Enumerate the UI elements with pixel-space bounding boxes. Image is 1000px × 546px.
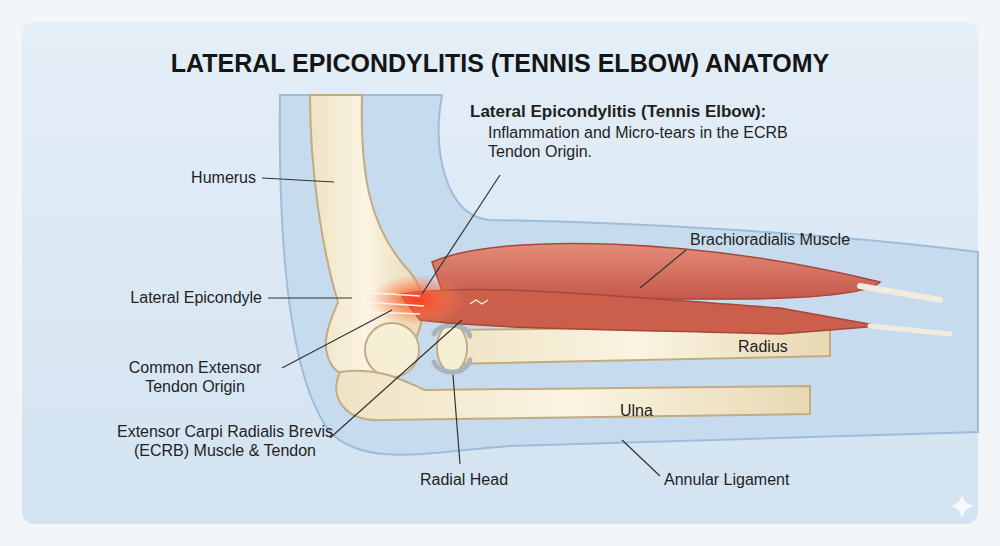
diagram-title: LATERAL EPICONDYLITIS (TENNIS ELBOW) ANA… — [30, 48, 970, 78]
callout-heading: Lateral Epicondylitis (Tennis Elbow): — [470, 102, 830, 122]
part-label: Radial Head — [404, 470, 524, 489]
part-label: Annular Ligament — [664, 470, 864, 489]
skin-outline — [280, 95, 978, 455]
part-label: Humerus — [160, 168, 256, 187]
part-label: Brachioradialis Muscle — [690, 230, 910, 249]
inflammation-glow — [370, 274, 466, 326]
panel — [22, 22, 978, 524]
radial-head — [437, 324, 467, 372]
capitulum — [365, 323, 419, 377]
callout-text: Inflammation and Micro-tears in the ECRB… — [488, 123, 828, 161]
part-label: Ulna — [620, 401, 700, 420]
part-label: Extensor Carpi Radialis Brevis (ECRB) Mu… — [110, 422, 340, 460]
humerus-bone — [310, 95, 423, 380]
ulna-bone — [336, 371, 810, 420]
part-label: Common Extensor Tendon Origin — [110, 358, 280, 396]
tendon-fibers — [360, 292, 488, 314]
part-label: Radius — [738, 337, 838, 356]
tendon — [860, 286, 940, 300]
annular-ligament — [434, 325, 470, 372]
tendon — [870, 326, 950, 334]
sparkle-mark — [950, 494, 974, 518]
ecrb-muscle — [400, 289, 880, 334]
part-label: Lateral Epicondyle — [90, 288, 262, 307]
